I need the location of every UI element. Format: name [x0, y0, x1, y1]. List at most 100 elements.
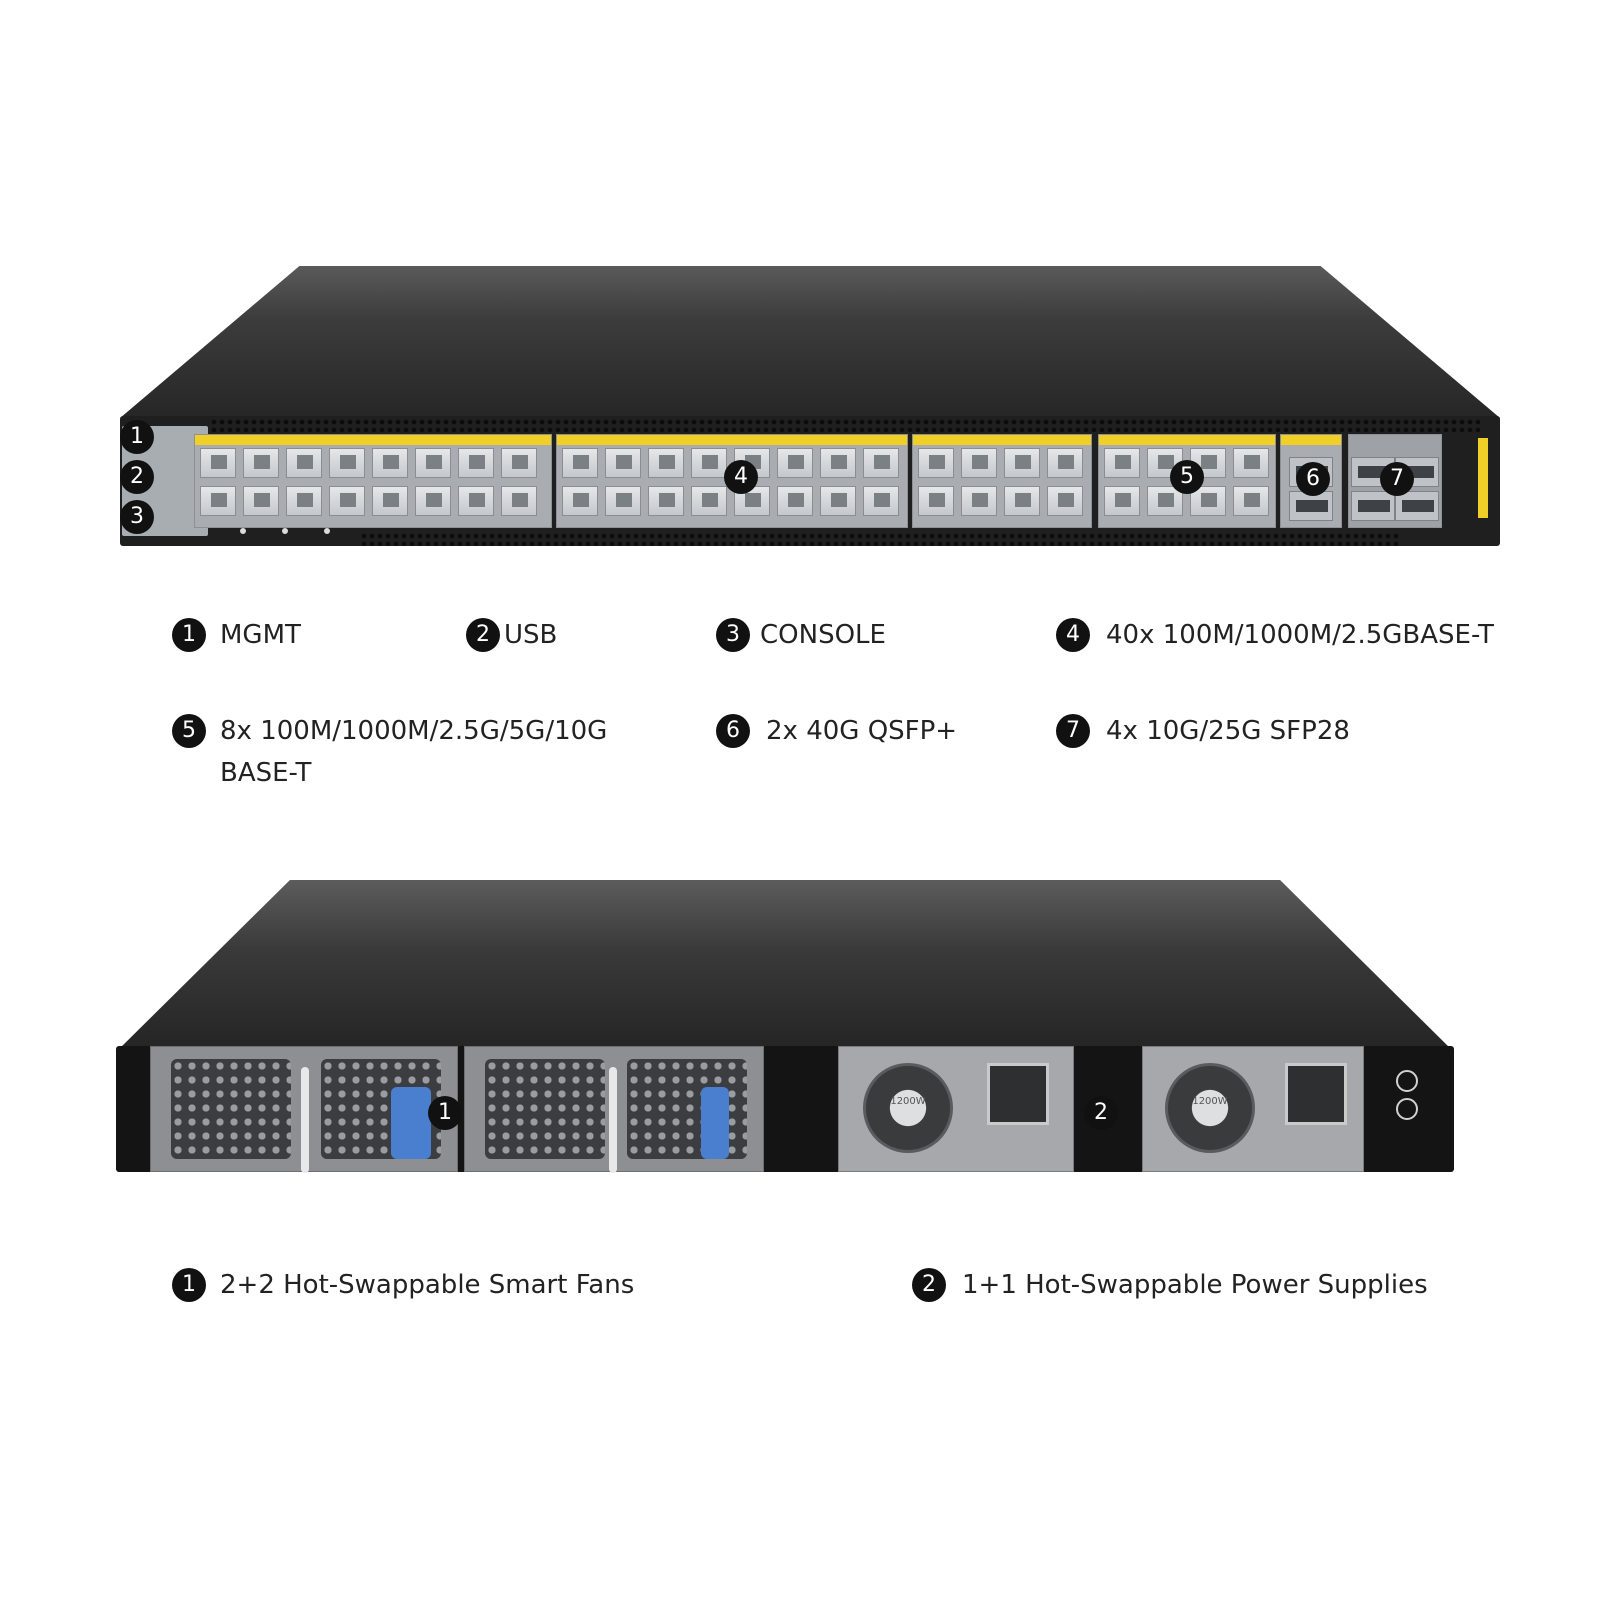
- front-callout-6: 6: [1296, 462, 1330, 496]
- front-legend-item-6: 6 2x 40G QSFP+: [716, 714, 957, 752]
- fan-latch: [701, 1087, 729, 1159]
- rj45-port: [286, 448, 322, 478]
- legend-text: USB: [504, 620, 558, 650]
- rj45-port: [918, 486, 954, 516]
- fan-latch: [391, 1087, 431, 1159]
- rj45-port: [691, 448, 727, 478]
- rj45-port: [820, 448, 856, 478]
- rj45-port: [648, 448, 684, 478]
- rj45-port: [961, 448, 997, 478]
- legend-text: MGMT: [220, 620, 301, 650]
- sfp28-group: [1348, 434, 1442, 528]
- rj45-port: [200, 448, 236, 478]
- psu-rating-label: 1200W: [1192, 1096, 1228, 1107]
- sfp28-port: [1351, 491, 1395, 521]
- legend-text: 4x 10G/25G SFP28: [1106, 716, 1350, 746]
- rj45-port: [918, 448, 954, 478]
- fan-grill: [171, 1059, 291, 1159]
- fan-grill: [485, 1059, 605, 1159]
- legend-number: 4: [1056, 618, 1090, 652]
- rj45-port: [961, 486, 997, 516]
- front-legend-item-7: 7 4x 10G/25G SFP28: [1056, 714, 1350, 752]
- fan-handle: [609, 1067, 617, 1173]
- front-callout-4: 4: [724, 460, 758, 494]
- legend-number: 5: [172, 714, 206, 748]
- sfp28-port: [1395, 491, 1439, 521]
- legend-number: 3: [716, 618, 750, 652]
- front-legend-item-4: 4 40x 100M/1000M/2.5GBASE-T: [1056, 618, 1494, 656]
- rj45-port: [1190, 486, 1226, 516]
- psu-module-1: 1200W: [838, 1046, 1074, 1172]
- rj45-port: [243, 486, 279, 516]
- rj45-port: [777, 486, 813, 516]
- front-vent-bottom: [360, 532, 1400, 546]
- psu-fan: 1200W: [1165, 1063, 1255, 1153]
- legend-number: 6: [716, 714, 750, 748]
- rj45-port: [372, 486, 408, 516]
- front-callout-7: 7: [1380, 462, 1414, 496]
- status-led-row: [240, 528, 330, 534]
- rj45-port: [1047, 448, 1083, 478]
- rj45-port: [1047, 486, 1083, 516]
- legend-text: 40x 100M/1000M/2.5GBASE-T: [1106, 620, 1494, 650]
- rj45-port: [501, 486, 537, 516]
- rj45-port: [458, 448, 494, 478]
- rj45-port: [863, 448, 899, 478]
- rj45-port: [1004, 448, 1040, 478]
- rj45-port: [1233, 448, 1269, 478]
- legend-number: 1: [172, 618, 206, 652]
- front-legend-item-3: 3 CONSOLE: [716, 618, 886, 656]
- front-switch-image: 1 2 3 4 5 6 7: [120, 266, 1500, 558]
- rj45-port: [329, 448, 365, 478]
- legend-number: 2: [466, 618, 500, 652]
- rj45-port: [691, 486, 727, 516]
- rear-chassis-top: [116, 880, 1454, 1052]
- front-callout-2: 2: [120, 460, 154, 494]
- power-socket: [1285, 1063, 1347, 1125]
- rear-callout-2: 2: [1084, 1096, 1118, 1130]
- rj45-port: [562, 486, 598, 516]
- psu-rating-label: 1200W: [890, 1096, 926, 1107]
- front-vent-top: [210, 418, 1480, 432]
- port-label-strip: [195, 435, 551, 445]
- rj45-port: [372, 448, 408, 478]
- rear-legend-item-2: 2 1+1 Hot-Swappable Power Supplies: [912, 1268, 1428, 1306]
- rj45-port: [200, 486, 236, 516]
- front-callout-5: 5: [1170, 460, 1204, 494]
- fan-grill: [627, 1059, 747, 1159]
- rj45-port: [562, 448, 598, 478]
- rear-panel: 1200W 1200W: [116, 1046, 1454, 1173]
- screw-icon: [1396, 1070, 1418, 1092]
- front-panel: [120, 416, 1500, 546]
- legend-text: 2+2 Hot-Swappable Smart Fans: [220, 1270, 635, 1300]
- port-label-strip: [557, 435, 907, 445]
- rj45-port: [1233, 486, 1269, 516]
- power-socket: [987, 1063, 1049, 1125]
- rj45-port: [820, 486, 856, 516]
- front-legend-item-2: 2 USB: [466, 618, 557, 656]
- rj45-port: [1104, 448, 1140, 478]
- rear-callout-1: 1: [428, 1096, 462, 1130]
- psu-module-2: 1200W: [1142, 1046, 1364, 1172]
- legend-text: CONSOLE: [760, 620, 886, 650]
- front-callout-1: 1: [120, 420, 154, 454]
- front-legend-item-1: 1 MGMT: [172, 618, 301, 656]
- port-label-strip: [1281, 435, 1341, 445]
- rj45-port: [415, 448, 451, 478]
- legend-number: 7: [1056, 714, 1090, 748]
- fan-module-2: [464, 1046, 764, 1173]
- legend-text: 8x 100M/1000M/2.5G/5G/10G BASE-T: [220, 716, 608, 788]
- legend-number: 1: [172, 1268, 206, 1302]
- rj45-port: [605, 486, 641, 516]
- fan-module-1: [150, 1046, 458, 1173]
- front-legend-item-5: 5 8x 100M/1000M/2.5G/5G/10G BASE-T: [172, 714, 607, 794]
- ground-icon: [1396, 1098, 1418, 1120]
- rj45-port: [1004, 486, 1040, 516]
- poe-led: [324, 528, 330, 534]
- rj45-port: [605, 448, 641, 478]
- rj45-port: [777, 448, 813, 478]
- model-label-strip: [1478, 438, 1488, 518]
- rj45-port: [415, 486, 451, 516]
- rj45-port: [648, 486, 684, 516]
- port-label-strip: [913, 435, 1091, 445]
